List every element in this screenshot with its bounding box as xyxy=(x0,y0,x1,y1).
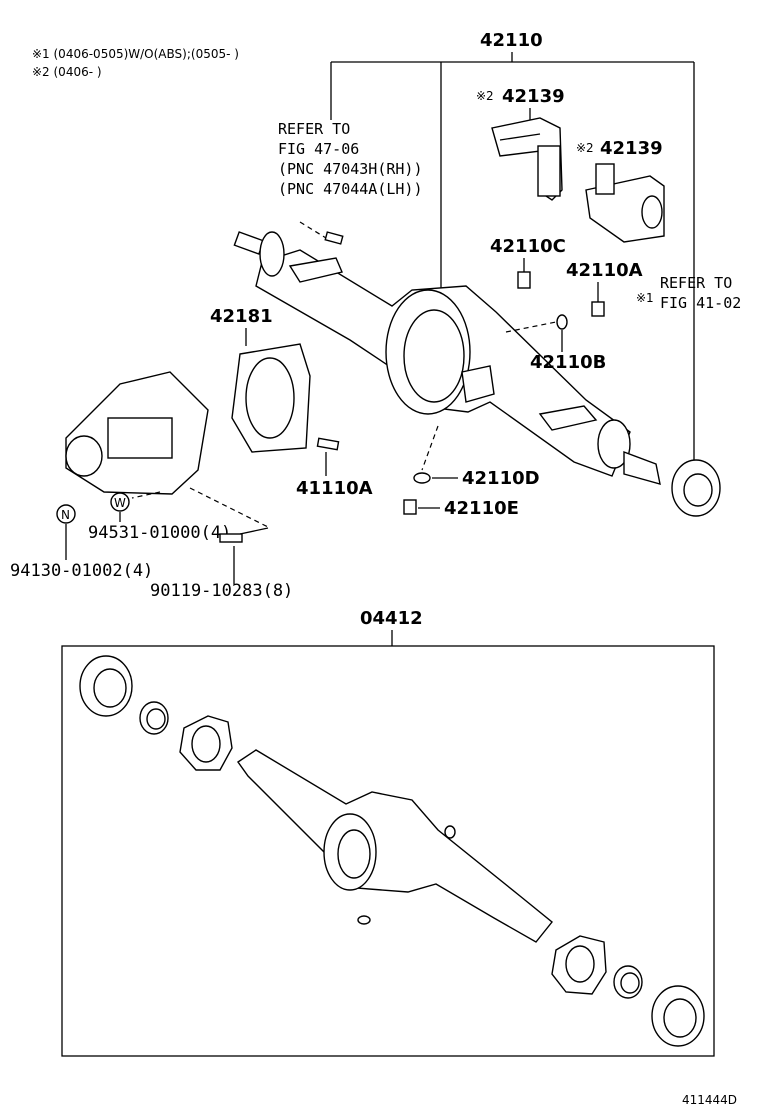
gasket-42110B xyxy=(556,314,568,330)
washer-letter-w: W xyxy=(114,496,126,510)
plug-42110A xyxy=(591,301,605,317)
washer-symbol-w xyxy=(110,492,130,512)
mark-2b: ※2 xyxy=(576,141,594,155)
mark-1: ※1 xyxy=(636,291,654,305)
bracket-part-b xyxy=(585,163,665,243)
label-42110E: 42110E xyxy=(444,498,519,519)
refer-47-line3: (PNC 47043H(RH)) xyxy=(278,160,423,178)
note-1: ※1 (0406-0505)W/O(ABS);(0505- ) xyxy=(32,47,239,61)
refer-41-line1: REFER TO xyxy=(660,274,732,292)
bracket-42110 xyxy=(330,52,695,462)
gasket-42181 xyxy=(231,343,311,453)
kit-box-04412 xyxy=(61,645,715,1057)
label-94531: 94531-01000(4) xyxy=(88,523,231,543)
nut-letter-n: N xyxy=(61,508,70,522)
plug-42110E xyxy=(403,499,417,515)
stud-41110A xyxy=(316,437,340,451)
label-04412: 04412 xyxy=(360,608,423,629)
mark-2a: ※2 xyxy=(476,89,494,103)
label-42139-b: 42139 xyxy=(600,138,663,159)
note-2: ※2 (0406- ) xyxy=(32,65,102,79)
label-42110D: 42110D xyxy=(462,468,540,489)
refer-41-line2: FIG 41-02 xyxy=(660,294,741,312)
refer-47-line2: FIG 47-06 xyxy=(278,140,359,158)
refer-47-line1: REFER TO xyxy=(278,120,350,138)
refer-47-line4: (PNC 47044A(LH)) xyxy=(278,180,423,198)
bracket-part-a xyxy=(491,117,563,201)
gasket-42110D xyxy=(413,472,431,484)
label-42181: 42181 xyxy=(210,306,273,327)
label-42110C: 42110C xyxy=(490,236,566,257)
label-42110: 42110 xyxy=(480,30,543,51)
label-90119: 90119-10283(8) xyxy=(150,581,293,601)
label-41110A: 41110A xyxy=(296,478,373,499)
label-94130: 94130-01002(4) xyxy=(10,561,153,581)
stud-bolt-top xyxy=(324,231,344,245)
differential-carrier xyxy=(65,371,209,495)
label-42110A: 42110A xyxy=(566,260,643,281)
nut-symbol-n xyxy=(56,504,76,524)
axle-housing xyxy=(233,231,661,485)
hub-seal-right xyxy=(671,459,721,517)
label-42139-a: 42139 xyxy=(502,86,565,107)
kit-parts xyxy=(79,655,705,1047)
figure-id: 411444D xyxy=(682,1093,737,1107)
bolt-90119 xyxy=(219,533,243,543)
breather-plug-42110C xyxy=(517,271,531,289)
label-42110B: 42110B xyxy=(530,352,606,373)
